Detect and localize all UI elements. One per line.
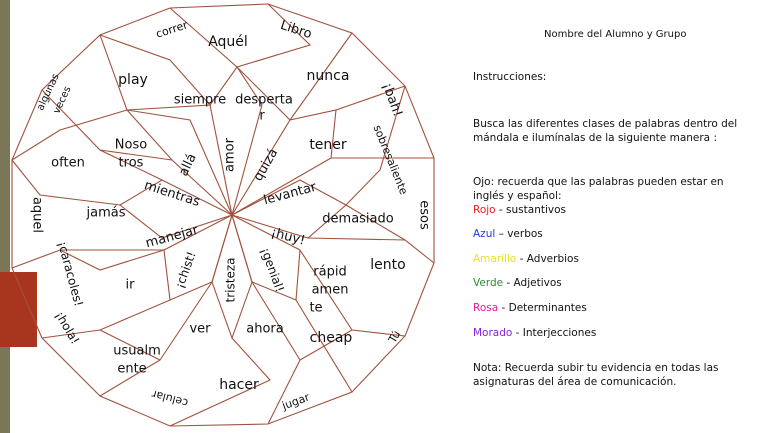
legend-row-rojo: Rojo - sustantivos bbox=[473, 203, 566, 217]
mandala-word: desperta bbox=[235, 93, 293, 108]
mandala-word: often bbox=[51, 156, 85, 171]
mandala-tile-edge bbox=[236, 32, 353, 121]
decorative-sidebar bbox=[0, 0, 10, 433]
legend-row-azul: Azul – verbos bbox=[473, 227, 543, 241]
mandala-word: usualm bbox=[113, 344, 161, 359]
legend-category: - Interjecciones bbox=[512, 327, 597, 339]
mandala-tile-edge bbox=[99, 149, 173, 161]
legend-category: - sustantivos bbox=[495, 204, 567, 216]
mandala-tile-edge bbox=[169, 337, 271, 427]
note-text: Nota: Recuerda subir tu evidencia en tod… bbox=[473, 361, 719, 388]
legend-row-amarillo: Amarillo - Adverbios bbox=[473, 252, 579, 266]
legend-color-word: Verde bbox=[473, 277, 504, 289]
mandala-tile-edge bbox=[307, 237, 406, 241]
mandala-tile-edge bbox=[59, 249, 165, 271]
legend-color-word: Morado bbox=[473, 327, 513, 339]
mandala-word: aquel bbox=[30, 197, 45, 233]
legend-category: - Adjetivos bbox=[503, 277, 562, 289]
mandala-tile-edge bbox=[345, 85, 406, 206]
mandala-word: ahora bbox=[246, 322, 283, 337]
mandala-word: jamás bbox=[86, 206, 126, 221]
mandala-word: siempre bbox=[174, 93, 226, 108]
mandala-word: tristeza bbox=[224, 258, 238, 303]
legend-category: – verbos bbox=[495, 228, 543, 240]
legend-color-word: Rosa bbox=[473, 302, 499, 314]
mandala-word: tros bbox=[119, 156, 144, 171]
mandala-word: tener bbox=[309, 137, 347, 153]
legend-row-rosa: Rosa - Determinantes bbox=[473, 301, 587, 315]
legend-row-verde: Verde - Adjetivos bbox=[473, 276, 562, 290]
mandala-outline bbox=[11, 3, 435, 427]
instructions-heading: Instrucciones: bbox=[473, 71, 547, 83]
legend-color-word: Azul bbox=[473, 228, 496, 240]
mandala-word: Noso bbox=[115, 138, 147, 153]
mandala-word: quizá bbox=[251, 146, 281, 184]
mandala-word: demasiado bbox=[322, 212, 393, 227]
mandala-word: esos bbox=[417, 200, 432, 230]
mandala-word: amen bbox=[312, 283, 349, 298]
mandala-tile-edge bbox=[299, 329, 353, 361]
mandala-tile-edge bbox=[11, 249, 164, 269]
instructions-hint: Ojo: recuerda que las palabras pueden es… bbox=[473, 175, 724, 202]
mandala-word: ente bbox=[117, 362, 146, 377]
mandala-word: lento bbox=[370, 257, 405, 273]
mandala-word: cheap bbox=[310, 330, 353, 346]
mandala-word: rápid bbox=[313, 265, 346, 280]
mandala-word: Aquél bbox=[208, 34, 248, 50]
mandala-word: celular bbox=[150, 387, 190, 409]
mandala-word: ¡chist! bbox=[172, 250, 198, 291]
mandala-word: r bbox=[259, 109, 265, 124]
mandala-word: te bbox=[309, 301, 322, 316]
mandala-word: ¡huy! bbox=[269, 225, 306, 248]
legend-color-word: Amarillo bbox=[473, 253, 517, 265]
mandala-word: Tú bbox=[385, 328, 403, 346]
mandala-word: mientras bbox=[142, 178, 202, 210]
mandala-word: correr bbox=[154, 18, 190, 41]
mandala-word: Libro bbox=[278, 18, 313, 42]
mandala-word: ¡hola! bbox=[53, 309, 83, 347]
instructions-task: Busca las diferentes clases de palabras … bbox=[473, 117, 738, 144]
legend-category: - Adverbios bbox=[516, 253, 579, 265]
mandala-word: ir bbox=[126, 278, 136, 293]
mandala-tile-edge bbox=[99, 329, 161, 361]
mandala-word: levantar bbox=[262, 180, 319, 209]
mandala-word: amor bbox=[223, 137, 238, 172]
student-name-label: Nombre del Alumno y Grupo bbox=[544, 29, 687, 40]
legend-row-morado: Morado - Interjecciones bbox=[473, 326, 596, 340]
mandala-tile-edge bbox=[99, 34, 212, 111]
legend-color-word: Rojo bbox=[473, 204, 496, 216]
mandala-tile-edge bbox=[11, 109, 128, 161]
mandala-word: manejar bbox=[144, 223, 200, 252]
mandala-word: allá bbox=[176, 151, 199, 178]
mandala-word: nunca bbox=[307, 68, 350, 84]
mandala-tile-edge bbox=[335, 85, 406, 111]
mandala-word: hacer bbox=[219, 377, 259, 393]
mandala-tile-edge bbox=[169, 3, 312, 68]
legend-category: - Determinantes bbox=[498, 302, 587, 314]
mandala-word: play bbox=[118, 72, 148, 88]
mandala-tile-edge bbox=[11, 159, 121, 206]
mandala-word: ver bbox=[189, 322, 211, 337]
